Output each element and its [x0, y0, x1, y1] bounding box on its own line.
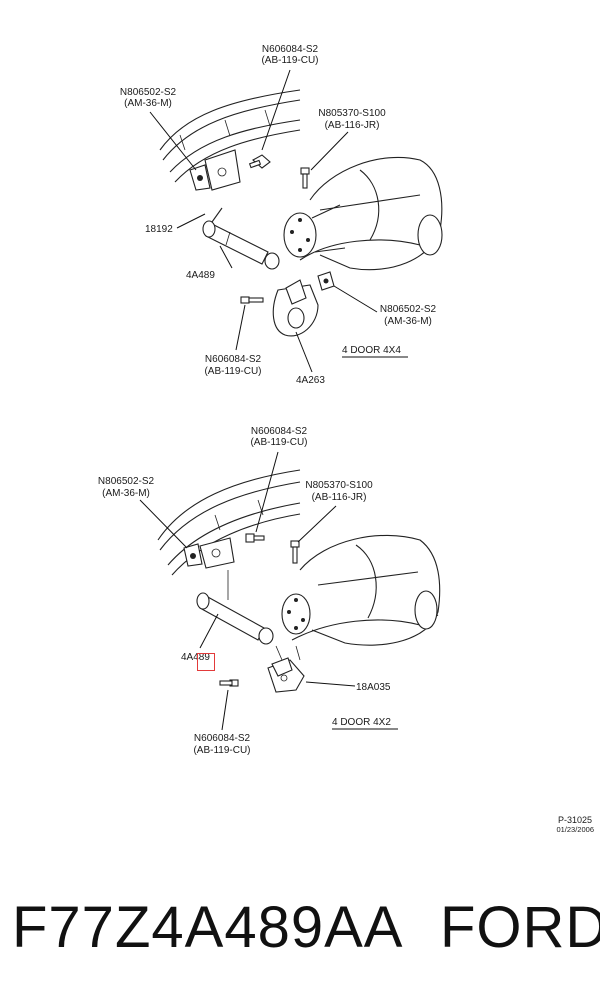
leader-line [149, 111, 197, 171]
shock-absorber [202, 207, 280, 270]
rear-axle-differential [281, 534, 441, 646]
view-label-4x2: 4 DOOR 4X2 [332, 717, 391, 728]
lower-shock-mount [272, 279, 319, 337]
callout-bolt-lower-spec: (AB-119-CU) [204, 366, 261, 377]
leader-line [219, 245, 233, 269]
callout-frame-bracket: 18192 [145, 224, 173, 235]
lower-bolt [240, 296, 264, 304]
callout-axle-bolt: N805370-S100 [318, 108, 386, 119]
callout-bolt-lower: N606084-S2 [205, 354, 262, 365]
callout-bolt-upper: N606084-S2 [262, 44, 319, 55]
callout-shock: 4A489 [181, 652, 210, 663]
frame-rail [157, 469, 301, 576]
lower-shock-bracket [267, 645, 305, 693]
rear-axle-differential [283, 156, 443, 271]
leader-line [261, 69, 291, 151]
callout-bracket-left: N806502-S2 [120, 87, 177, 98]
callout-lower-bracket: 18A035 [356, 682, 391, 693]
callout-axle-bolt-spec: (AB-116-JR) [325, 120, 380, 131]
callout-bolt-upper-spec: (AB-119-CU) [261, 55, 318, 66]
exploded-parts-diagram: N606084-S2 (AB-119-CU) N806502-S2 (AM-36… [98, 44, 594, 834]
axle-bolt [290, 540, 300, 564]
callout-axle-bolt-spec: (AB-116-JR) [312, 492, 367, 503]
right-bracket [317, 271, 335, 291]
part-number: F77Z4A489AA [12, 895, 404, 960]
leader-line [333, 285, 378, 313]
bottom-view: N606084-S2 (AB-119-CU) N806502-S2 (AM-36… [98, 426, 441, 756]
callout-bracket-left-spec: (AM-36-M) [102, 488, 150, 499]
view-label-4x4: 4 DOOR 4X4 [342, 345, 401, 356]
leader-line [139, 499, 188, 549]
leader-line [255, 451, 279, 533]
leader-line [235, 304, 246, 351]
leader-line [295, 331, 313, 373]
leader-line [310, 131, 349, 171]
reference-date: 01/23/2006 [556, 825, 594, 834]
part-highlight-marker [197, 653, 215, 671]
callout-bracket-left: N806502-S2 [98, 476, 155, 487]
callout-bolt-upper: N606084-S2 [251, 426, 308, 437]
callout-bolt-lower: N606084-S2 [194, 733, 251, 744]
brand-name: FORD [440, 895, 600, 960]
upper-bolt [248, 154, 271, 169]
leader-line [199, 613, 219, 649]
callout-bolt-upper-spec: (AB-119-CU) [250, 437, 307, 448]
callout-shock: 4A489 [186, 270, 215, 281]
callout-axle-bolt: N805370-S100 [305, 480, 373, 491]
reference-code: P-31025 [558, 815, 592, 825]
upper-shock-bracket [183, 537, 235, 569]
top-view: N606084-S2 (AB-119-CU) N806502-S2 (AM-36… [120, 44, 443, 386]
callout-lower-mount: 4A263 [296, 375, 325, 386]
callout-bolt-lower-spec: (AB-119-CU) [193, 745, 250, 756]
callout-bracket-right-spec: (AM-36-M) [384, 316, 432, 327]
shock-absorber [196, 570, 274, 645]
upper-bolt [245, 533, 265, 543]
callout-bracket-left-spec: (AM-36-M) [124, 98, 172, 109]
upper-shock-bracket [189, 149, 241, 191]
leader-line [176, 213, 206, 229]
leader-line [305, 681, 356, 687]
leader-line [221, 689, 229, 731]
axle-bolt [300, 167, 310, 189]
callout-bracket-right: N806502-S2 [380, 304, 437, 315]
leader-line [297, 505, 337, 543]
lower-bolt [219, 679, 239, 687]
